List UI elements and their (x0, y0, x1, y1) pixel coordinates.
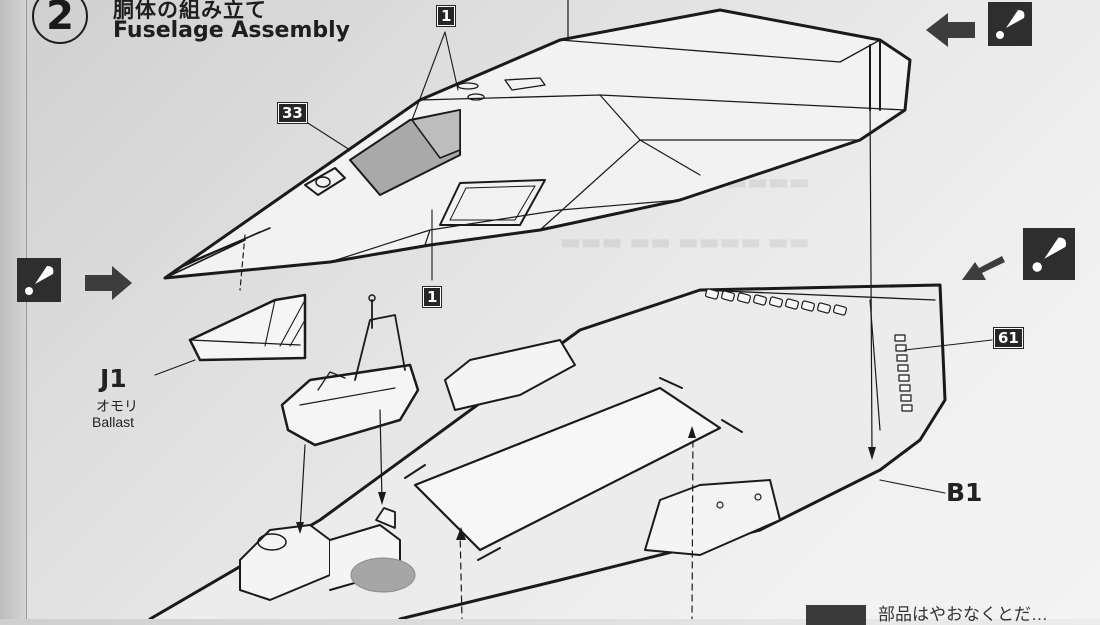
part-tag-1-top: 1 (435, 5, 457, 27)
part-label-b1: B1 (946, 478, 983, 507)
step-number-badge: 2 (32, 0, 88, 44)
lower-fuselage-part (148, 283, 947, 619)
assembly-guide-lines (239, 0, 873, 619)
step-title-english: Fuselage Assembly (113, 18, 351, 43)
bleed-through-texture: ▬▬▬ ▬▬ ▬▬▬▬ ▬▬ (560, 230, 810, 255)
cement-icon-left (17, 258, 61, 302)
cockpit-tub-part (280, 294, 420, 447)
page-binding-edge (0, 0, 27, 619)
part-tag-33: 33 (277, 102, 308, 124)
part-label-j1: J1 (100, 364, 127, 393)
part-label-j1-english: Ballast (92, 414, 135, 430)
callout-lines (154, 31, 993, 494)
arrow-down-left-icon (962, 256, 1005, 280)
part-tag-61: 61 (993, 327, 1024, 349)
footer-note-text: 部品はやおなくとだ… (878, 605, 1048, 624)
cement-icon-top-right (988, 2, 1032, 46)
step-title-japanese: 胴体の組み立て (113, 0, 267, 22)
cement-icon-mid-right (1023, 228, 1075, 280)
note-icon-box (806, 605, 866, 625)
direction-arrows (85, 13, 1005, 300)
part-label-j1-japanese: オモリ (96, 398, 138, 414)
arrow-left-icon (926, 13, 975, 47)
arrow-right-icon (85, 266, 132, 300)
arrowheads (296, 426, 876, 540)
upper-fuselage-part (163, 8, 912, 280)
part-tag-1-mid: 1 (421, 286, 443, 308)
ballast-part-j1 (188, 293, 307, 362)
step-number: 2 (46, 0, 74, 39)
